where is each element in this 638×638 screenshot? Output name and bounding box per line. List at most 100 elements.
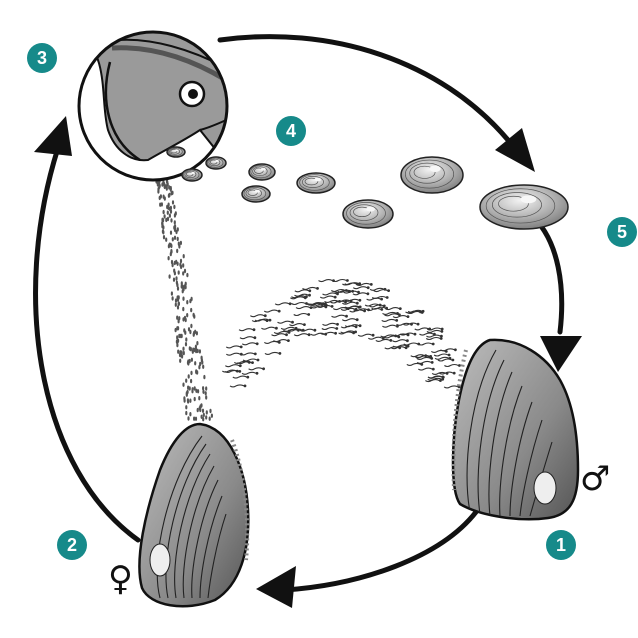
sperm-head: [387, 289, 390, 292]
glochidium: [194, 416, 198, 421]
sperm-cell: [274, 302, 290, 306]
glochidium: [166, 210, 169, 215]
sperm-cell: [294, 289, 310, 293]
sperm-cell: [410, 354, 425, 358]
glochidium: [197, 389, 200, 394]
step-badge-1-label: 1: [556, 535, 566, 555]
glochidium: [179, 240, 182, 246]
glochidium: [180, 284, 183, 289]
sperm-cell: [434, 356, 450, 360]
sperm-cell: [415, 354, 430, 358]
glochidium: [189, 412, 192, 417]
sperm-head: [263, 314, 267, 318]
glochidium: [176, 342, 179, 348]
glochidium: [185, 410, 188, 416]
sperm-head: [308, 293, 311, 297]
sperm-cell: [406, 310, 422, 315]
sperm-cell: [225, 352, 241, 356]
sperm-head: [367, 308, 370, 312]
sperm-cell: [291, 301, 306, 306]
sperm-head: [439, 379, 442, 382]
sperm-cell: [241, 371, 257, 375]
glochidium: [175, 339, 178, 344]
glochidium: [190, 357, 193, 362]
sperm-cell: [248, 367, 263, 371]
juvenile-mussels: [166, 146, 569, 230]
glochidium: [204, 391, 207, 396]
sperm-cell: [307, 302, 323, 306]
glochidium: [165, 217, 168, 223]
sperm-cell: [437, 358, 453, 362]
sperm-head: [440, 327, 444, 331]
glochidium: [186, 360, 190, 365]
glochidium: [167, 256, 170, 261]
glochidium: [198, 396, 201, 401]
glochidium: [163, 184, 166, 190]
sperm-cell: [380, 334, 395, 338]
glochidium: [177, 270, 180, 275]
glochidium: [165, 237, 168, 242]
sperm-head: [429, 355, 433, 358]
sperm-cell: [427, 375, 443, 379]
sperm-head: [354, 325, 358, 329]
sperm-cell: [324, 299, 339, 303]
glochidium: [186, 398, 189, 403]
arrow-male-to-female: [282, 509, 479, 593]
sperm-head: [345, 314, 348, 318]
glochidium: [209, 408, 212, 414]
glochidium: [183, 284, 186, 289]
glochidium: [182, 350, 185, 356]
glochidium: [174, 302, 177, 307]
glochidium: [195, 331, 198, 336]
sperm-cell: [295, 306, 311, 310]
sperm-cell: [289, 296, 305, 300]
glochidium: [176, 236, 179, 242]
glochidium: [187, 416, 190, 421]
sperm-cell: [430, 349, 446, 353]
glochidium: [196, 341, 199, 346]
glochidium: [166, 216, 170, 222]
glochidium: [179, 333, 182, 339]
glochidium: [190, 323, 193, 329]
glochidium: [185, 337, 188, 342]
sperm-head: [357, 290, 360, 294]
sperm-head: [406, 333, 410, 337]
sperm-cell: [229, 384, 245, 388]
sperm-head: [278, 352, 282, 355]
glochidium: [193, 386, 196, 391]
sperm-cell: [289, 323, 304, 327]
glochidium: [168, 274, 171, 279]
sperm-cell: [367, 336, 383, 340]
glochidium: [202, 389, 205, 394]
sperm-head: [382, 304, 386, 308]
arrowhead-male: [540, 336, 582, 372]
sperm-cell: [344, 282, 359, 286]
glochidium: [170, 218, 173, 223]
sperm-cell: [322, 322, 337, 326]
glochidium: [205, 410, 208, 415]
glochidium: [160, 202, 163, 207]
glochidium: [193, 347, 196, 353]
glochidium: [173, 220, 176, 225]
glochidium: [186, 300, 189, 305]
glochidium: [208, 416, 211, 421]
sperm-cell: [353, 308, 368, 312]
sperm-head: [243, 384, 247, 388]
sperm-cell: [340, 307, 356, 311]
sperm-head: [431, 367, 435, 371]
glochidium: [184, 330, 187, 335]
glochidium: [190, 296, 193, 302]
sperm-cell: [263, 309, 279, 313]
glochidium: [182, 263, 185, 268]
step-badge-1-circle: [546, 530, 576, 560]
juvenile-mussel: [296, 172, 336, 194]
glochidium: [171, 190, 174, 195]
step-badge-3-label: 3: [37, 48, 47, 68]
sperm-head: [238, 364, 242, 368]
sperm-head: [371, 333, 375, 337]
glochidium: [201, 408, 205, 413]
glochidium: [195, 369, 198, 375]
step-badge-4-label: 4: [286, 121, 296, 141]
sperm-head: [383, 287, 387, 291]
sperm-cell: [322, 292, 337, 296]
